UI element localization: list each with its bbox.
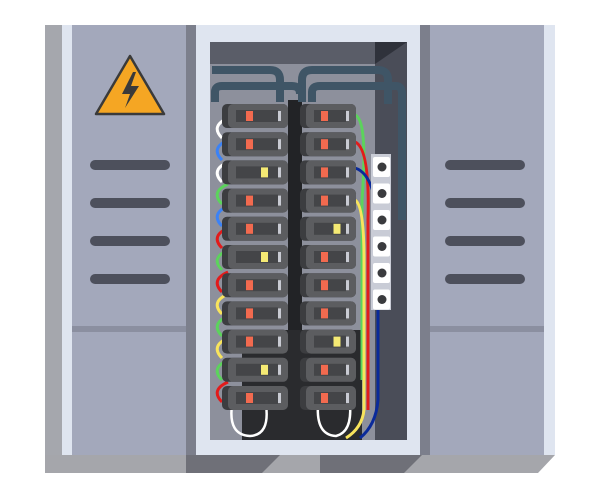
breaker-switch[interactable] — [246, 336, 253, 347]
breaker-right-4[interactable] — [300, 188, 356, 213]
breaker-switch[interactable] — [246, 308, 253, 319]
breaker-switch[interactable] — [261, 252, 268, 262]
breaker-right-2[interactable] — [300, 132, 356, 157]
breaker-left-6[interactable] — [222, 245, 288, 269]
breaker-switch[interactable] — [246, 195, 253, 206]
wire — [215, 270, 229, 294]
breaker-switch[interactable] — [321, 195, 328, 206]
vent-slot — [445, 198, 525, 208]
breaker-left-8[interactable] — [222, 301, 288, 326]
breaker-right-5[interactable] — [300, 216, 356, 241]
vent-slot — [445, 236, 525, 246]
vent-slot — [90, 160, 170, 170]
vent-slot — [90, 198, 170, 208]
breaker-left-4[interactable] — [222, 188, 288, 213]
breaker-switch[interactable] — [246, 223, 253, 234]
breaker-switch[interactable] — [321, 252, 328, 262]
breaker-left-7[interactable] — [222, 273, 288, 298]
breaker-left-5[interactable] — [222, 216, 288, 241]
breaker-right-9[interactable] — [300, 329, 356, 354]
breaker-left-3[interactable] — [222, 160, 288, 185]
breaker-switch[interactable] — [333, 336, 341, 347]
breaker-left-2[interactable] — [222, 132, 288, 157]
breaker-right-8[interactable] — [300, 301, 356, 326]
vent-slot — [445, 160, 525, 170]
breaker-switch[interactable] — [246, 393, 253, 403]
breaker-switch[interactable] — [246, 111, 253, 121]
wire — [354, 113, 366, 380]
wire — [215, 182, 229, 206]
wire — [316, 404, 352, 438]
breaker-left-9[interactable] — [222, 329, 288, 354]
breaker-switch[interactable] — [321, 280, 328, 291]
breaker-right-6[interactable] — [300, 245, 356, 269]
wire — [215, 380, 229, 404]
wire — [354, 140, 370, 410]
breaker-switch[interactable] — [246, 139, 253, 150]
breaker-switch[interactable] — [261, 167, 268, 178]
breaker-right-7[interactable] — [300, 273, 356, 298]
breaker-switch[interactable] — [321, 308, 328, 319]
cabinet-base — [45, 455, 555, 473]
high-voltage-icon — [94, 54, 166, 116]
breaker-right-10[interactable] — [300, 357, 356, 382]
wire — [345, 198, 366, 440]
breaker-switch[interactable] — [321, 111, 328, 121]
breaker-left-11[interactable] — [222, 386, 288, 410]
breaker-switch[interactable] — [246, 280, 253, 291]
breaker-right-1[interactable] — [300, 104, 356, 128]
terminal-block — [371, 154, 391, 310]
cabinet-left-edge — [45, 25, 62, 455]
vent-slot — [90, 274, 170, 284]
breaker-switch[interactable] — [321, 139, 328, 150]
breaker-left-1[interactable] — [222, 104, 288, 128]
breaker-left-10[interactable] — [222, 357, 288, 382]
breaker-right-11[interactable] — [300, 386, 356, 410]
breaker-switch[interactable] — [261, 364, 268, 375]
vent-slot — [90, 236, 170, 246]
wire — [230, 404, 268, 438]
breaker-switch[interactable] — [333, 223, 341, 234]
bus-bars — [211, 66, 406, 220]
breaker-switch[interactable] — [321, 364, 328, 375]
breaker-right-3[interactable] — [300, 160, 356, 185]
breaker-switch[interactable] — [321, 167, 328, 178]
breaker-switch[interactable] — [321, 393, 328, 403]
vent-slot — [445, 274, 525, 284]
